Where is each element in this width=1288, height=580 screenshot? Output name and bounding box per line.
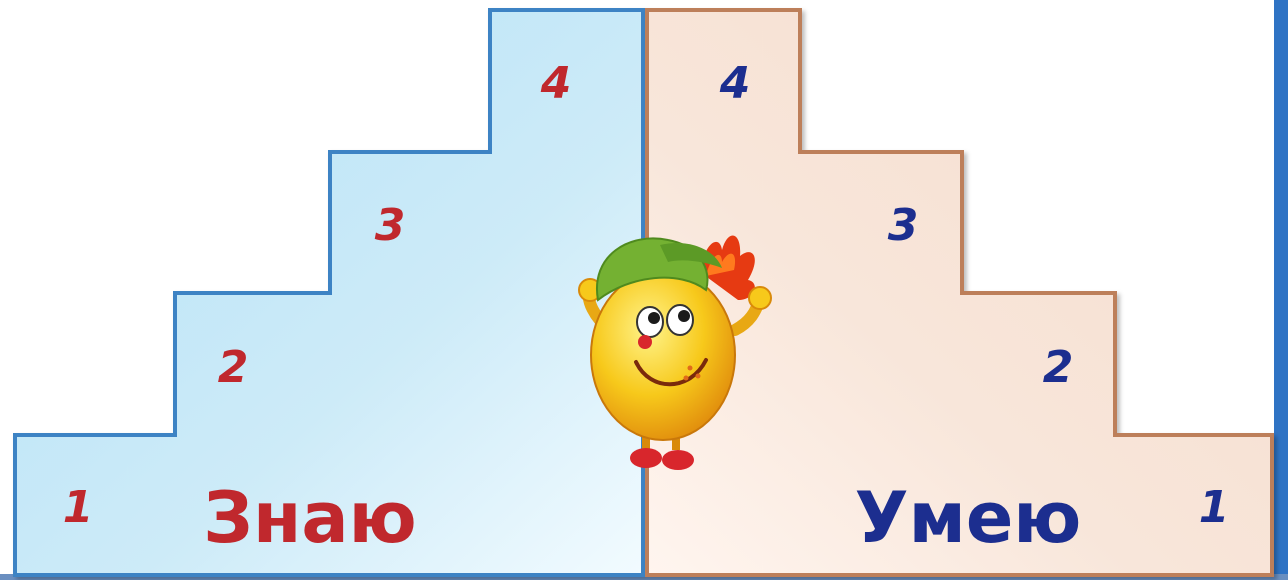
smiling-ball-mascot-icon bbox=[578, 235, 772, 470]
frame-right-edge bbox=[1274, 0, 1288, 580]
left-stairs-shape bbox=[13, 8, 645, 577]
right-stairs-shape bbox=[645, 8, 1274, 577]
left-step-2-number: 2 bbox=[218, 342, 249, 393]
left-stairs-label: Знаю bbox=[203, 477, 416, 559]
right-step-1-number: 1 bbox=[1199, 482, 1230, 533]
right-stairs-label: Умею bbox=[855, 477, 1082, 559]
left-step-1-number: 1 bbox=[63, 482, 94, 533]
left-step-4-number: 4 bbox=[540, 58, 572, 109]
left-step-3-number: 3 bbox=[375, 200, 406, 251]
right-step-2-number: 2 bbox=[1043, 342, 1074, 393]
right-step-4-number: 4 bbox=[719, 58, 751, 109]
right-step-3-number: 3 bbox=[888, 200, 919, 251]
